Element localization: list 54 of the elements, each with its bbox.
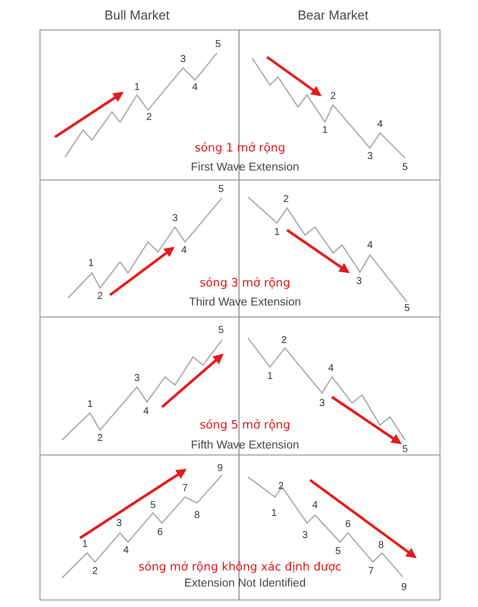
wave-number: 5 xyxy=(215,40,221,50)
wave-number: 1 xyxy=(134,83,140,93)
wave-number: 1 xyxy=(88,259,94,269)
wave-number: 1 xyxy=(274,228,280,238)
wave-number: 1 xyxy=(87,400,93,410)
wave-number: 3 xyxy=(302,531,308,541)
wave-number: 3 xyxy=(172,214,178,224)
wave-number: 5 xyxy=(404,304,410,314)
wave-number: 7 xyxy=(182,484,188,494)
wave-number: 1 xyxy=(271,509,277,519)
wave-number: 5 xyxy=(402,163,408,173)
wave-number: 5 xyxy=(218,326,224,336)
wave-number: 4 xyxy=(123,546,129,556)
column-header: Bull Market xyxy=(104,8,170,22)
wave-number: 7 xyxy=(368,567,374,577)
wave-number: 3 xyxy=(180,55,186,65)
wave-number: 9 xyxy=(401,583,407,593)
wave-number: 6 xyxy=(157,528,163,538)
wave-number: 2 xyxy=(146,113,152,123)
wave-number: 8 xyxy=(194,511,200,521)
wave-number: 5 xyxy=(150,501,156,511)
wave-number: 2 xyxy=(97,434,103,444)
wave-number: 4 xyxy=(192,83,198,93)
wave-number: 1 xyxy=(82,540,88,550)
annotation-text: sóng 5 mở rộng xyxy=(200,419,290,431)
wave-number: 9 xyxy=(217,464,223,474)
wave-number: 5 xyxy=(402,445,408,455)
wave-number: 4 xyxy=(312,501,318,511)
wave-number: 2 xyxy=(281,336,287,346)
annotation-text: sóng 1 mở rộng xyxy=(194,142,286,154)
wave-number: 3 xyxy=(367,152,373,162)
wave-number: 4 xyxy=(181,246,187,256)
wave-number: 8 xyxy=(378,541,384,551)
wave-number: 2 xyxy=(278,482,284,492)
wave-number: 3 xyxy=(134,374,140,384)
column-header: Bear Market xyxy=(298,8,368,22)
wave-number: 4 xyxy=(143,407,149,417)
wave-number: 3 xyxy=(116,519,122,529)
wave-number: 5 xyxy=(335,547,341,557)
wave-number: 4 xyxy=(328,364,334,374)
wave-number: 1 xyxy=(267,372,273,382)
wave-number: 2 xyxy=(97,292,103,302)
annotation-text: sóng mở rộng không xác định được xyxy=(138,561,342,573)
wave-number: 5 xyxy=(218,185,224,195)
wave-number: 4 xyxy=(377,120,383,130)
wave-number: 3 xyxy=(319,399,325,409)
wave-number: 6 xyxy=(345,520,351,530)
wave-number: 2 xyxy=(283,195,289,205)
wave-number: 3 xyxy=(356,277,362,287)
annotation-text: sóng 3 mở rộng xyxy=(200,277,290,289)
wave-number: 2 xyxy=(92,567,98,577)
wave-number: 4 xyxy=(367,241,373,251)
wave-number: 2 xyxy=(330,92,336,102)
wave-number: 1 xyxy=(322,126,328,136)
